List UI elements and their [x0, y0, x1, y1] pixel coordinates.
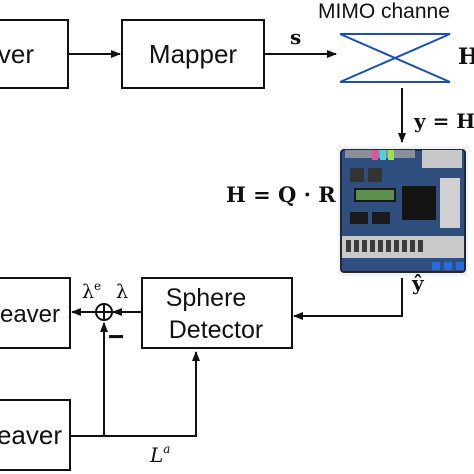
mimo-channel-paths [339, 33, 451, 83]
minus-sign: − [108, 321, 124, 352]
mapper-block: Mapper [121, 19, 265, 89]
lambda-e-label: λe [82, 279, 101, 303]
mapper-label: Mapper [149, 39, 237, 69]
lambda-label: λ [116, 281, 128, 303]
channel-matrix-label: H [458, 44, 474, 70]
interleaver-label: leaver [0, 39, 34, 69]
sphere-detector-label-line2: Detector [169, 316, 263, 344]
arrow-a-priori-to-detector [70, 351, 200, 437]
received-signal-label: y = H [413, 109, 474, 133]
sphere-detector-label-line1: Sphere [166, 284, 247, 312]
deinterleaver-label: rleaver [0, 301, 60, 328]
a-priori-label: La [149, 442, 170, 467]
bottom-interleaver-label: eaver [0, 420, 62, 450]
interleaver-block: leaver [0, 19, 69, 89]
mimo-channel-title: MIMO channe [318, 0, 450, 23]
arrow-board-to-detector [293, 278, 403, 320]
estimated-signal-label: ŷ [411, 271, 425, 295]
symbol-s: s [290, 25, 301, 49]
fpga-board-image [338, 146, 468, 276]
summation-node [95, 303, 113, 321]
deinterleaver-block: rleaver [0, 277, 71, 349]
qr-decomposition-label: H = Q · R [226, 182, 336, 207]
sphere-detector-block: Sphere Detector [141, 277, 293, 349]
bottom-interleaver-block: eaver [0, 399, 71, 471]
